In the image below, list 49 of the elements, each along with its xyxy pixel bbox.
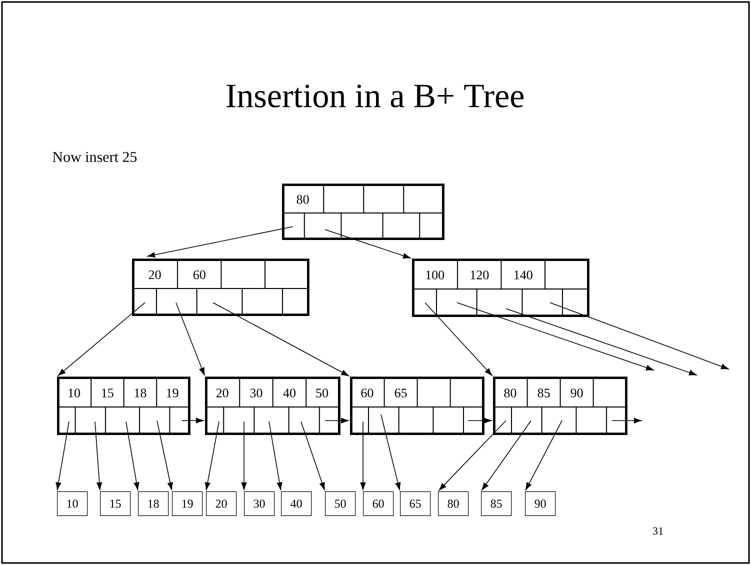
tree-node: 80 [282,184,444,240]
arrow [506,308,697,376]
arrow [438,420,506,490]
arrow [204,421,220,490]
record-box: 60 [363,491,394,516]
arrow [94,421,102,490]
record-box: 80 [438,491,469,516]
arrow [58,302,146,376]
arrow [126,421,140,490]
arrow [525,420,562,490]
page-number: 31 [653,527,663,535]
arrow [212,302,349,376]
arrow [300,421,325,490]
tree-node: 20 60 [132,258,310,316]
tree-node: 100 120 140 [412,258,590,318]
record-box: 30 [244,491,275,516]
arrow [156,420,173,490]
arrow [176,302,205,376]
arrow [550,302,729,370]
record-box: 40 [281,491,312,516]
tree-node: 60 65 [350,376,484,436]
record-box: 19 [172,491,203,516]
arrow [482,420,532,490]
record-box: 85 [481,491,512,516]
record-box: 20 [206,491,237,516]
note-text: Now insert 25 [52,152,137,162]
arrow [468,418,492,424]
tree-node: 80 85 90 [492,376,628,436]
arrow [424,302,492,376]
arrow [324,229,411,258]
tree-node: 20 30 40 50 [204,376,340,436]
arrow [241,421,247,490]
arrow [360,421,366,490]
arrow [268,421,282,490]
arrow [456,302,654,370]
arrow [182,418,204,424]
arrow [56,421,70,490]
tree-node: 10 15 18 19 [56,376,190,436]
record-box: 18 [138,491,169,516]
record-box: 10 [57,491,88,516]
record-box: 90 [525,491,556,516]
arrow [380,414,401,490]
record-box: 15 [100,491,131,516]
arrow [147,226,294,258]
title: Insertion in a B+ Tree [226,84,524,108]
record-box: 65 [400,491,431,516]
record-box: 50 [325,491,356,516]
arrow [324,418,349,424]
arrow [612,418,642,424]
